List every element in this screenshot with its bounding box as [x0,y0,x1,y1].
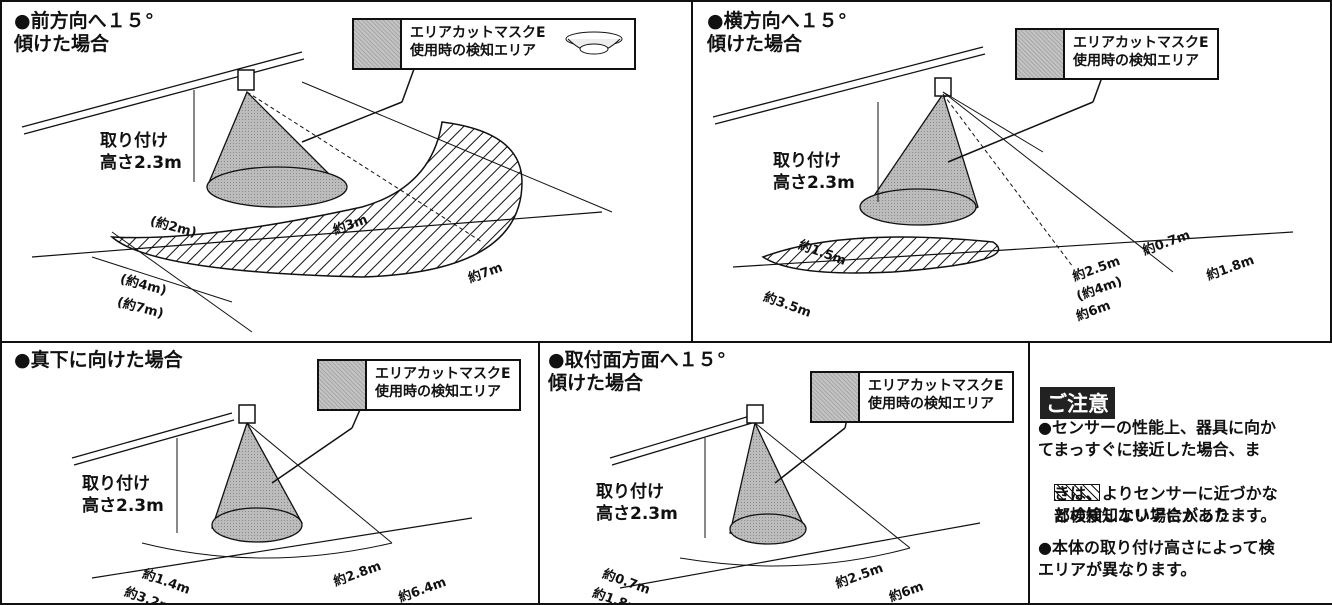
legend-swatch [812,373,860,421]
notice-item-1a: ●センサーの性能上、器具に向か てまっすぐに接近した場合、ま [1038,418,1276,459]
legend-text: エリアカットマスクE 使用時の検知エリア [410,25,546,59]
height-label: 取り付け 高さ2.3m [100,131,182,173]
notice-item-2: ●本体の取り付け高さによって検 エリアが異なります。 [1038,538,1275,579]
diagram-mount-tilt [609,404,981,589]
notice-panel: ご注意 ●センサーの性能上、器具に向か てまっすぐに接近した場合、ま 部の検知エ… [1028,341,1332,605]
height-label: 取り付け 高さ2.3m [596,482,678,524]
panel-side-tilt: ●横方向へ１５° 傾けた場合 エリアカットマスクE 使用時の検知エリア 取り付け… [691,0,1332,343]
legend-text: エリアカットマスクE 使用時の検知エリア [868,378,1004,412]
height-label: 取り付け 高さ2.3m [773,151,855,193]
legend-swatch [354,20,402,68]
notice-heading: ご注意 [1040,387,1115,419]
height-label: 取り付け 高さ2.3m [82,474,164,516]
panel-title: ●取付面方面へ１５° 傾けた場合 [548,349,727,394]
legend-swatch [319,361,367,409]
legend-swatch [1017,30,1065,78]
panel-mount-tilt: ●取付面方面へ１５° 傾けた場合 エリアカットマスクE 使用時の検知エリア 取り… [538,341,1030,605]
hatch-swatch-icon [1054,484,1100,501]
legend-box: エリアカットマスクE 使用時の検知エリア [810,371,1014,423]
panel-title: ●前方向へ１５° 傾けた場合 [14,10,155,55]
notice-item-1b-row: 部の検知エリアに入った [1054,461,1332,527]
panel-title: ●横方向へ１５° 傾けた場合 [707,10,848,55]
legend-text: エリアカットマスクE 使用時の検知エリア [1073,35,1209,69]
notice-item-1b: 部の検知エリアに入った [1054,506,1231,525]
notice-item-1c: きは、よりセンサーに近づかな と検知しない場合があります。 [1054,484,1278,525]
sensor-mask-icon [554,20,634,68]
diagram-downward [71,404,473,579]
panel-downward: ●真下に向けた場合 エリアカットマスクE 使用時の検知エリア 取り付け 高さ2.… [0,341,540,605]
legend-box: エリアカットマスクE 使用時の検知エリア [317,359,521,411]
panel-title: ●真下に向けた場合 [14,349,183,371]
legend-text: エリアカットマスクE 使用時の検知エリア [375,366,511,400]
diagram-forward-tilt [21,46,613,333]
legend-box: エリアカットマスクE 使用時の検知エリア [1015,28,1219,80]
diagram-side-tilt [712,46,1294,274]
legend-box: エリアカットマスクE 使用時の検知エリア [352,18,636,70]
panel-forward-tilt: ●前方向へ１５° 傾けた場合 エリアカットマスクE 使用時の検知エリア 取り付け… [0,0,693,343]
